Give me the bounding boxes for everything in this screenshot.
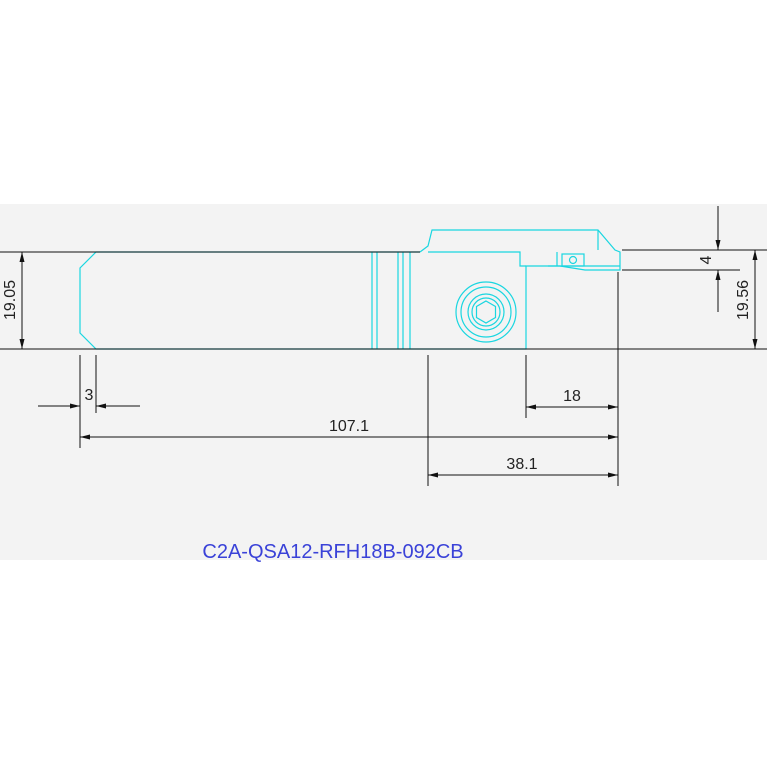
label-overall-length: 107.1: [329, 418, 369, 435]
drawing-sheet: [0, 204, 767, 560]
part-number: C2A-QSA12-RFH18B-092CB: [202, 541, 463, 563]
label-chamfer: 3: [85, 387, 94, 404]
insert-icon: [556, 252, 585, 267]
head-inner-edge: [428, 251, 526, 267]
label-head-length: 38.1: [506, 456, 537, 473]
clamp-screw-icon: [455, 281, 517, 343]
label-total-height: 19.56: [735, 280, 752, 320]
label-max-depth: 18: [563, 388, 581, 405]
dimension-lines: [0, 206, 767, 486]
label-insert-offset: 4: [698, 255, 715, 264]
head-outline: [419, 229, 621, 350]
label-shank-height: 19.05: [2, 280, 19, 320]
